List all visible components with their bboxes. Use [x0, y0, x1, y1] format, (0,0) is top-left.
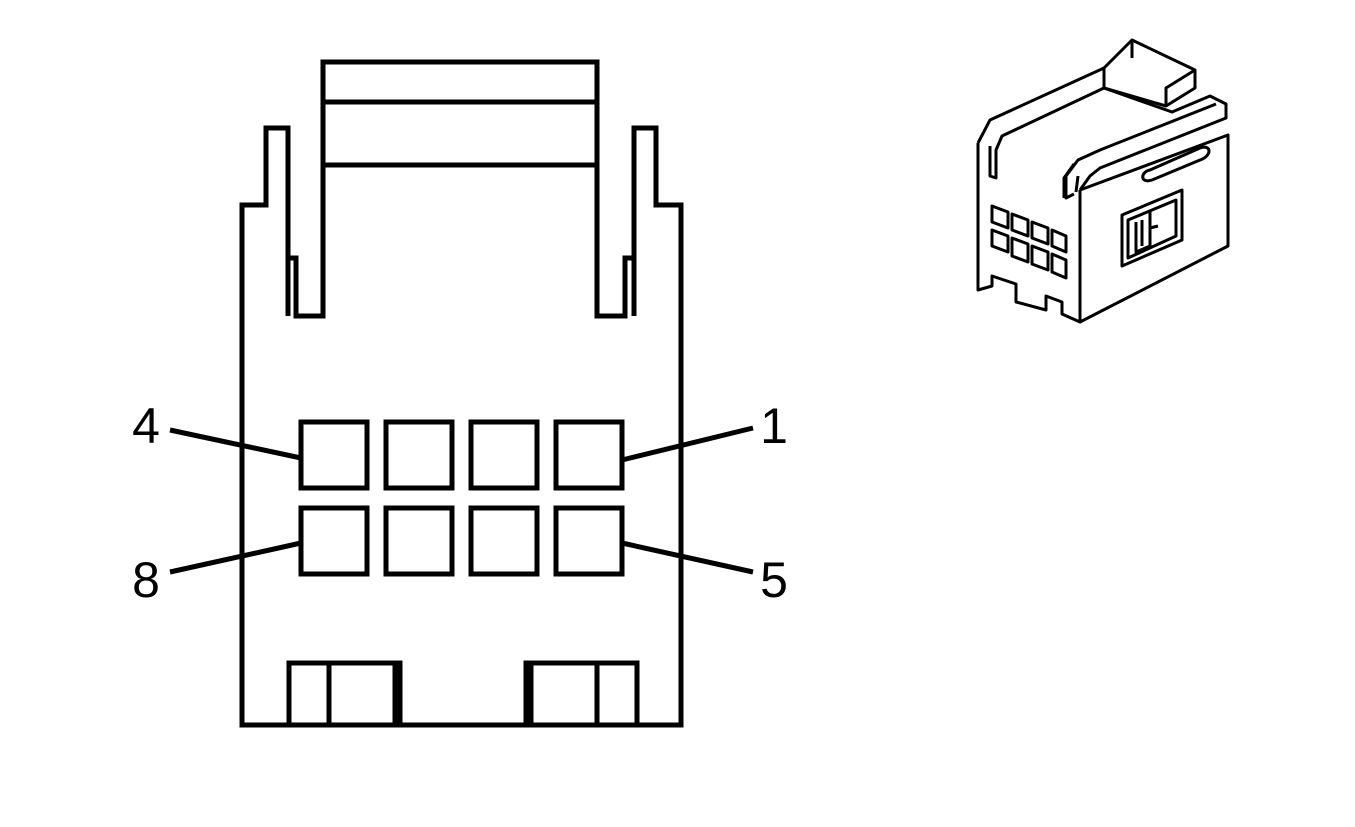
- cavity-pin-8: [298, 505, 370, 577]
- leader-line-pin-1: [621, 425, 754, 463]
- bottom-key-left: [286, 660, 403, 725]
- pin-label-8: 8: [132, 552, 160, 608]
- cavity-pin-2: [468, 419, 540, 491]
- iso-right-face: [1079, 133, 1230, 324]
- iso-cavity-grid: [990, 204, 1068, 280]
- cavity-pin-5: [553, 505, 625, 577]
- leader-line-pin-8: [169, 540, 302, 575]
- iso-window-inner: [1126, 198, 1178, 260]
- pin-label-5: 5: [760, 552, 788, 608]
- iso-window-outer: [1120, 188, 1184, 268]
- connector-isometric-view: [976, 38, 1230, 324]
- cavity-pin-1: [553, 419, 625, 491]
- leader-line-pin-5: [621, 540, 754, 575]
- cavity-pin-6: [468, 505, 540, 577]
- bottom-key-right: [523, 660, 640, 725]
- cavity-pin-7: [383, 505, 455, 577]
- pin-label-4: 4: [132, 398, 160, 454]
- iso-side-slot: [1141, 145, 1211, 183]
- leader-line-pin-4: [169, 427, 302, 461]
- iso-side-rail: [1062, 102, 1217, 198]
- iso-top-edge: [976, 66, 1106, 180]
- iso-front-face: [976, 143, 1082, 324]
- iso-top-rail: [1064, 86, 1228, 200]
- iso-latch-block: [1102, 38, 1197, 108]
- connector-front-view: 4 1 8 5: [132, 59, 788, 728]
- cavity-grid: [298, 419, 625, 577]
- cavity-pin-3: [383, 419, 455, 491]
- pin-label-1: 1: [760, 398, 788, 454]
- housing-outline: [239, 59, 684, 728]
- cavity-pin-4: [298, 419, 370, 491]
